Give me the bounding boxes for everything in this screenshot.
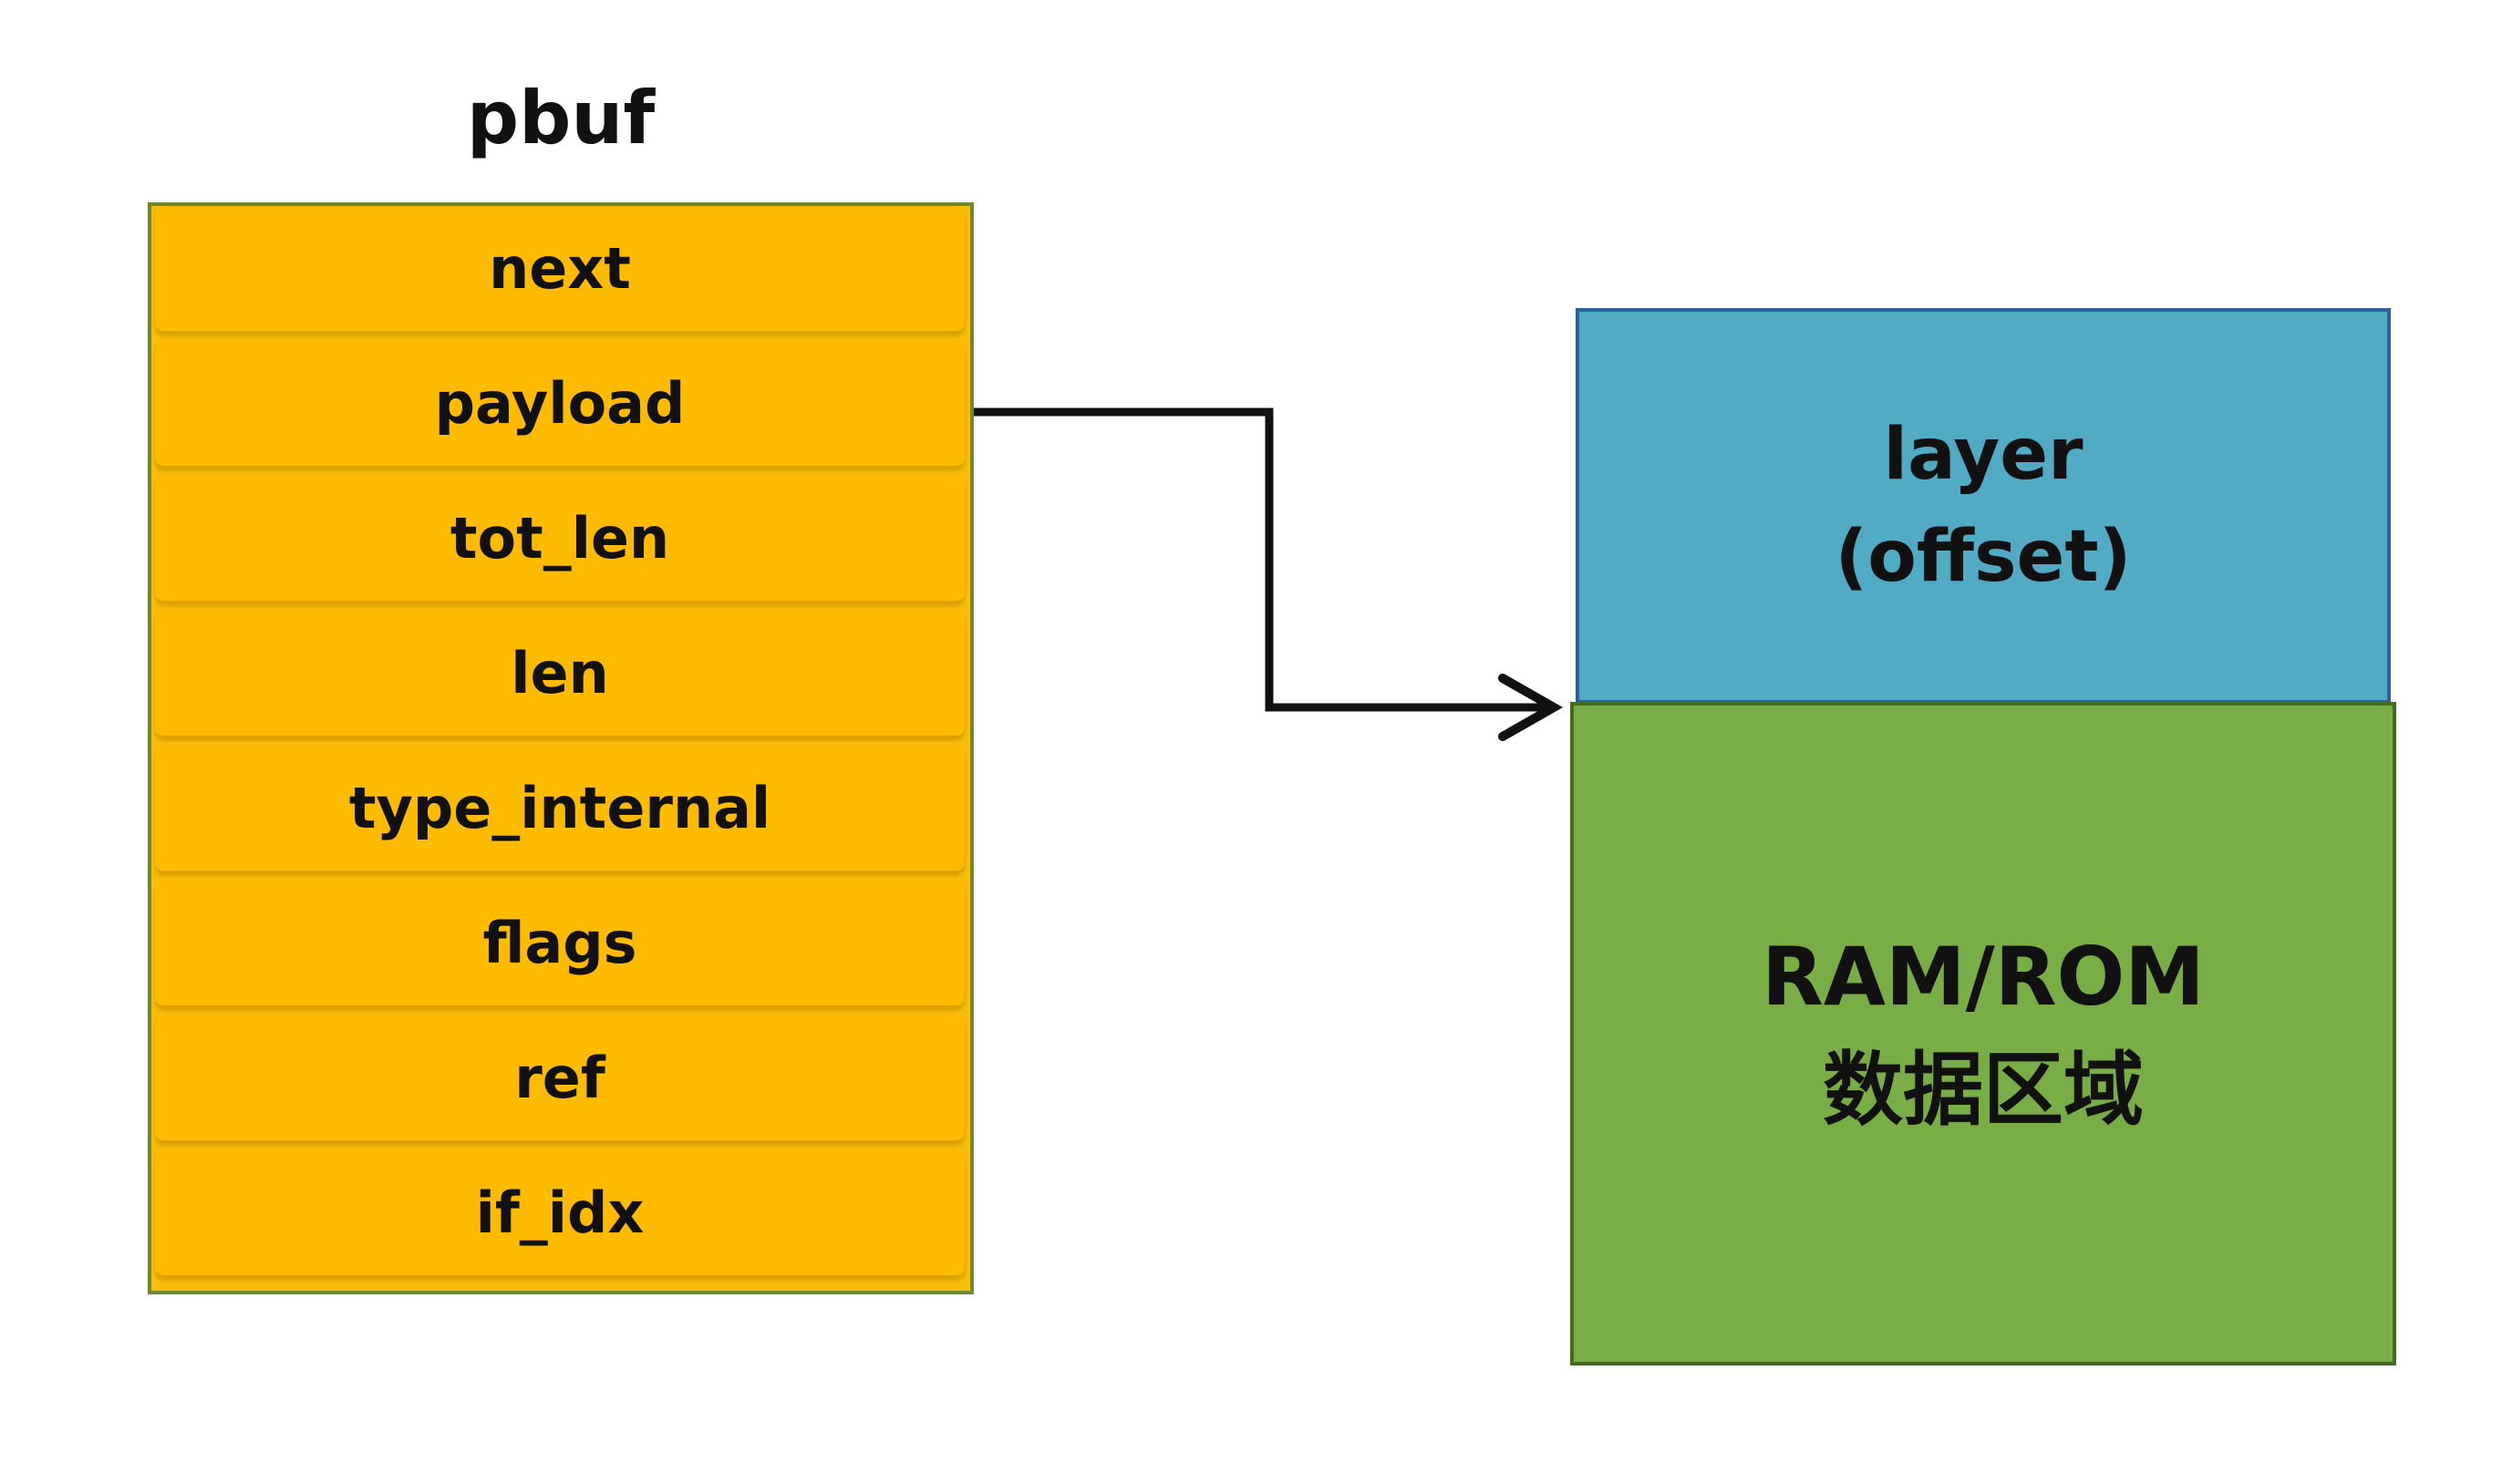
offset-label: (offset): [1835, 516, 2132, 598]
data-area-label: 数据区域: [1822, 1043, 2144, 1137]
layer-offset-block: layer (offset): [1576, 308, 2391, 704]
field-len: len: [155, 611, 965, 738]
layer-label: layer: [1883, 414, 2083, 496]
arrow-head-icon: [1498, 674, 1564, 741]
field-payload: payload: [155, 341, 965, 469]
field-ref: ref: [155, 1015, 965, 1143]
field-flags: flags: [155, 881, 965, 1008]
ram-rom-label: RAM/ROM: [1762, 930, 2205, 1024]
field-type-internal: type_internal: [155, 746, 965, 873]
data-buffer: layer (offset) RAM/ROM 数据区域: [1570, 308, 2396, 1365]
field-tot-len: tot_len: [155, 476, 965, 603]
pbuf-struct: next payload tot_len len type_internal f…: [148, 202, 974, 1294]
field-if-idx: if_idx: [155, 1150, 965, 1278]
ram-rom-block: RAM/ROM 数据区域: [1570, 702, 2396, 1365]
struct-title: pbuf: [466, 76, 656, 160]
arrow-line: [974, 407, 1550, 712]
field-next: next: [155, 206, 965, 334]
